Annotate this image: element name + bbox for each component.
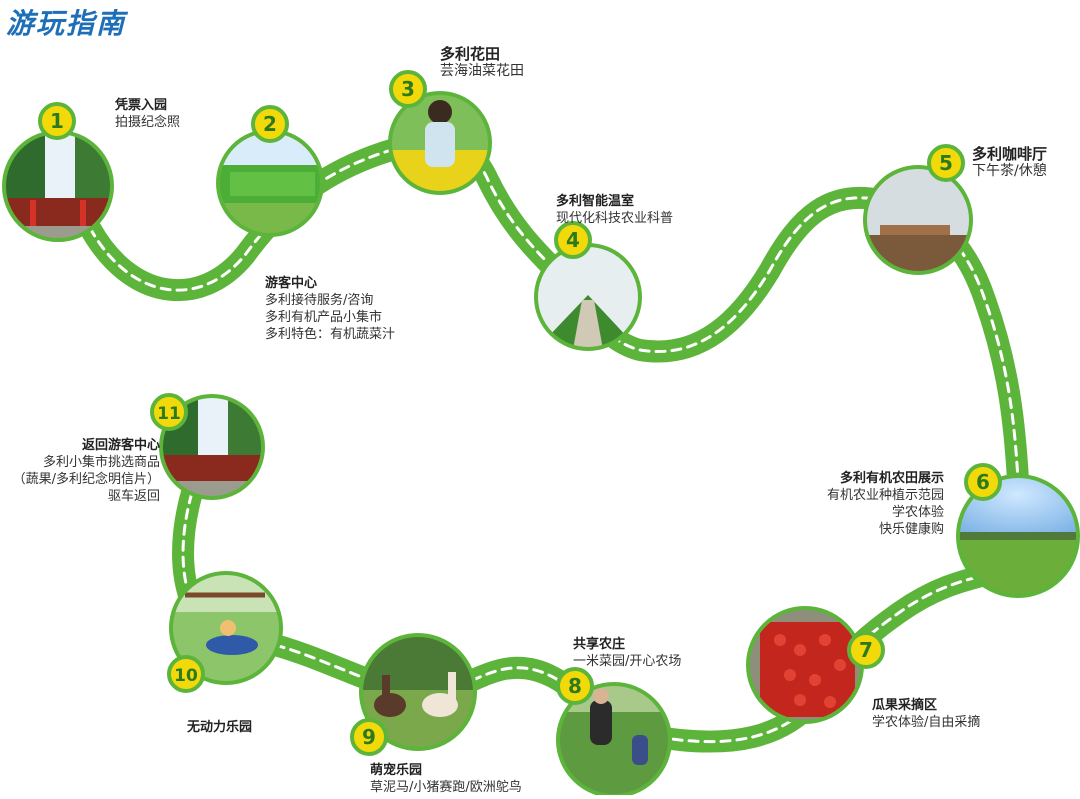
stop-label-11: 返回游客中心多利小集市挑选商品（蔬果/多利纪念明信片）驱车返回	[12, 438, 160, 504]
photo-return	[159, 394, 265, 500]
stop-number: 8	[568, 674, 582, 698]
stop-label-9: 萌宠乐园草泥马/小猪赛跑/欧洲鸵鸟	[370, 763, 522, 795]
photo-flower-field	[388, 91, 492, 195]
stop-number: 11	[157, 404, 181, 424]
stop-number: 4	[566, 228, 580, 252]
stop-badge-9: 9	[350, 718, 388, 756]
stop-label-4: 多利智能温室现代化科技农业科普	[556, 194, 674, 226]
stop-number: 1	[50, 109, 64, 133]
page-title: 游玩指南	[6, 7, 127, 40]
stop-number: 6	[976, 470, 990, 494]
stop-number: 2	[263, 112, 277, 136]
stop-badge-4: 4	[554, 221, 592, 259]
stop-label-10: 无动力乐园	[187, 720, 253, 735]
stop-label-1: 凭票入园拍摄纪念照	[115, 98, 181, 130]
stop-label-6: 多利有机农田展示有机农业种植示范园学农体验快乐健康购	[826, 471, 944, 537]
stop-badge-6: 6	[964, 463, 1002, 501]
photo-cafe	[863, 165, 973, 275]
stop-number: 10	[174, 666, 198, 686]
stop-label-3: 多利花田芸海油菜花田	[440, 45, 524, 80]
stop-label-5: 多利咖啡厅下午茶/休憩	[972, 145, 1048, 180]
stop-number: 5	[939, 151, 953, 175]
stop-badge-2: 2	[251, 105, 289, 143]
stop-label-8: 共享农庄一米菜园/开心农场	[573, 637, 682, 669]
stop-badge-7: 7	[847, 631, 885, 669]
stop-badge-3: 3	[389, 70, 427, 108]
stop-label-2: 游客中心多利接待服务/咨询多利有机产品小集市多利特色：有机蔬菜汁	[265, 276, 396, 342]
photo-fruit-picking	[746, 606, 864, 724]
stop-badge-11: 11	[150, 393, 188, 431]
photo-greenhouse	[534, 243, 642, 351]
stop-badge-5: 5	[927, 144, 965, 182]
stop-label-7: 瓜果采摘区学农体验/自由采摘	[872, 698, 981, 730]
stop-number: 3	[401, 77, 415, 101]
stop-number: 7	[859, 638, 873, 662]
stop-number: 9	[362, 725, 376, 749]
stop-badge-1: 1	[38, 102, 76, 140]
stop-badge-8: 8	[556, 667, 594, 705]
stop-badge-10: 10	[167, 655, 205, 693]
